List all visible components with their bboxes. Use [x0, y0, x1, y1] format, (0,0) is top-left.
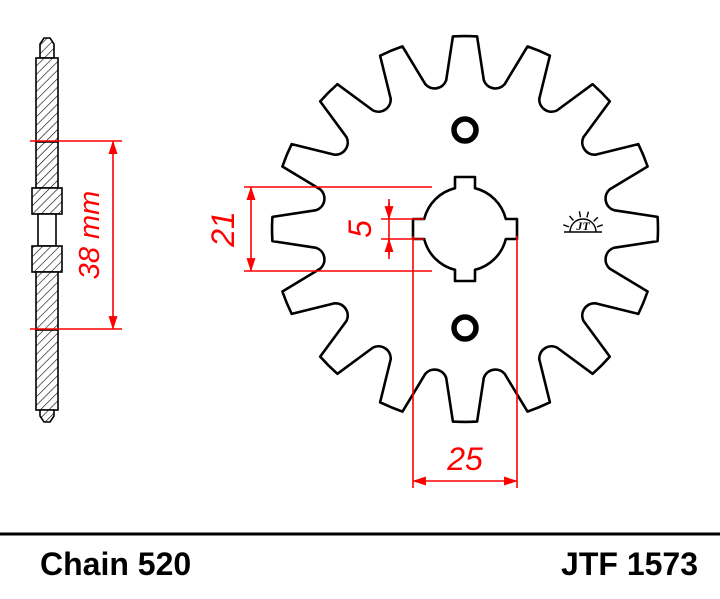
hub-segment: [35, 57, 59, 143]
hub-segment: [35, 141, 59, 189]
bolt-hole-top: [451, 116, 479, 144]
hub-top-cap: [39, 37, 55, 59]
dimension-label-spline-outer: 25: [446, 441, 483, 477]
hub-bottom-cap: [39, 409, 55, 423]
dimension-label-bore-diameter: 21: [205, 211, 241, 248]
bolt-hole-bottom: [451, 314, 479, 342]
spline-bore-outline: [411, 175, 519, 283]
hub-segment: [35, 329, 59, 411]
dimension-spline-outer: 25: [412, 236, 518, 488]
dimension-hub-length: 38 mm: [30, 140, 122, 330]
jt-logo-icon: JT: [563, 211, 603, 233]
hub-collar: [31, 245, 63, 273]
dimension-label-hub-length: 38 mm: [74, 191, 106, 280]
hub-segment: [35, 271, 59, 331]
side-view-hub-section: [31, 37, 63, 423]
dimension-spline-groove: 5: [342, 199, 424, 259]
dimension-bore-diameter: 21: [205, 186, 432, 272]
hub-collar: [31, 187, 63, 215]
chain-size-label: Chain 520: [40, 546, 191, 582]
jt-logo-monogram: JT: [575, 219, 590, 233]
hub-spline-window: [37, 213, 57, 247]
dimension-label-spline-groove: 5: [342, 220, 378, 238]
front-view-sprocket: JT: [270, 34, 660, 424]
model-number-label: JTF 1573: [561, 546, 698, 582]
